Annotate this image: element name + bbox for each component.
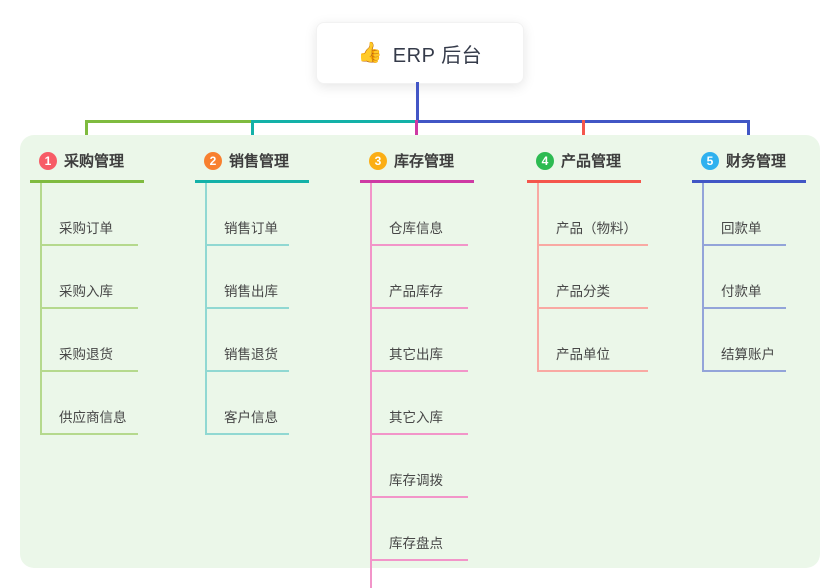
branch-item[interactable]: 产品单位 [539, 309, 648, 372]
branch-item[interactable]: 其它入库 [372, 372, 468, 435]
branch-item[interactable]: 销售出库 [207, 246, 289, 309]
branch-header-product[interactable]: 4 产品管理 [527, 150, 641, 183]
branch-item[interactable]: 采购入库 [42, 246, 138, 309]
branch-purchase: 1 采购管理 采购订单 采购入库 采购退货 供应商信息 [30, 150, 144, 435]
branch-sales: 2 销售管理 销售订单 销售出库 销售退货 客户信息 [195, 150, 309, 435]
rail-segment-green [85, 120, 254, 123]
branch-item[interactable]: 库存调拨 [372, 435, 468, 498]
drop-line-inventory [415, 120, 418, 146]
drop-line-finance [747, 120, 750, 146]
branch-header-inventory[interactable]: 3 库存管理 [360, 150, 474, 183]
drop-line-purchase [85, 120, 88, 146]
branch-header-sales[interactable]: 2 销售管理 [195, 150, 309, 183]
root-node[interactable]: 👍 ERP 后台 [316, 22, 524, 84]
thumbs-up-icon: 👍 [357, 42, 383, 64]
branch-item[interactable]: 客户信息 [207, 372, 289, 435]
branch-children: 采购订单 采购入库 采购退货 供应商信息 [40, 183, 138, 435]
branch-item[interactable]: 出库库明细 [372, 561, 468, 588]
branch-item[interactable]: 产品分类 [539, 246, 648, 309]
branch-header-finance[interactable]: 5 财务管理 [692, 150, 806, 183]
branch-children: 回款单 付款单 结算账户 [702, 183, 786, 372]
branch-children: 产品（物料） 产品分类 产品单位 [537, 183, 648, 372]
branch-item[interactable]: 库存盘点 [372, 498, 468, 561]
branch-number-badge: 4 [536, 151, 554, 170]
branch-item[interactable]: 产品（物料） [539, 183, 648, 246]
branch-item[interactable]: 采购订单 [42, 183, 138, 246]
branch-item[interactable]: 付款单 [704, 246, 786, 309]
branch-item[interactable]: 销售订单 [207, 183, 289, 246]
branch-children: 销售订单 销售出库 销售退货 客户信息 [205, 183, 289, 435]
branch-title: 库存管理 [394, 153, 455, 170]
drop-line-product [582, 120, 585, 146]
branch-number-badge: 3 [369, 151, 387, 170]
branch-number-badge: 1 [39, 151, 57, 170]
branch-title: 财务管理 [726, 153, 787, 170]
branch-item[interactable]: 采购退货 [42, 309, 138, 372]
branch-item[interactable]: 其它出库 [372, 309, 468, 372]
root-stem-line [416, 82, 419, 122]
branch-item[interactable]: 销售退货 [207, 309, 289, 372]
root-node-label: ERP 后台 [392, 44, 483, 67]
mindmap-panel: 1 采购管理 采购订单 采购入库 采购退货 供应商信息 2 销售管理 销售订单 … [20, 135, 820, 588]
branch-title: 产品管理 [561, 153, 622, 170]
branch-number-badge: 2 [204, 151, 222, 170]
drop-line-sales [251, 120, 254, 146]
branch-product: 4 产品管理 产品（物料） 产品分类 产品单位 [527, 150, 648, 372]
branch-number-badge: 5 [701, 151, 719, 170]
branch-title: 销售管理 [229, 153, 290, 170]
branch-finance: 5 财务管理 回款单 付款单 结算账户 [692, 150, 806, 372]
rail-segment-teal [252, 120, 418, 123]
branch-inventory: 3 库存管理 仓库信息 产品库存 其它出库 其它入库 库存调拨 库存盘点 出库库… [360, 150, 474, 588]
branch-item[interactable]: 结算账户 [704, 309, 786, 372]
branch-item[interactable]: 供应商信息 [42, 372, 138, 435]
branch-header-purchase[interactable]: 1 采购管理 [30, 150, 144, 183]
branch-item[interactable]: 回款单 [704, 183, 786, 246]
branch-children: 仓库信息 产品库存 其它出库 其它入库 库存调拨 库存盘点 出库库明细 [370, 183, 468, 588]
branch-title: 采购管理 [64, 153, 125, 170]
branch-item[interactable]: 仓库信息 [372, 183, 468, 246]
branch-item[interactable]: 产品库存 [372, 246, 468, 309]
